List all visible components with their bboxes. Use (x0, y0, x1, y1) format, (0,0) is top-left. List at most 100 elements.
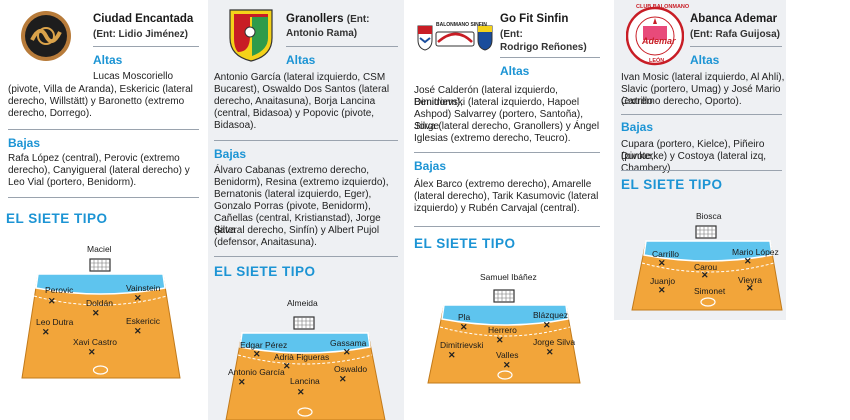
player-label: Edgar Pérez (240, 340, 288, 350)
bajas-line: derecho), Canyigueral (lateral derecho) … (8, 165, 190, 176)
bajas-line: Dunkerke) y Costoya (lateral izq, Chambe… (621, 151, 767, 175)
goal-area (35, 273, 166, 295)
altas-heading: Altas (690, 53, 720, 67)
player-label: Simonet (694, 286, 726, 296)
team-name-text: Granollers (286, 13, 344, 25)
team-column-ciudad-encantada: Ciudad Encantada (Ent: Lidio Jiménez) Al… (0, 0, 204, 420)
player-marker-icon: ✕ (658, 258, 666, 268)
player-label: Blázquez (533, 310, 568, 320)
sinfin-logo-text: BALONMANO SINFIN (436, 22, 487, 28)
player-marker-icon: ✕ (701, 270, 709, 280)
divider (8, 197, 199, 198)
player-marker-icon: ✕ (496, 335, 504, 345)
bajas-line: (lateral derecho), Tarik Kasumovic (late… (414, 191, 599, 202)
court-svg (21, 258, 181, 379)
divider (214, 256, 398, 257)
player-label: Adrià Figueras (274, 352, 330, 362)
team-name: Abanca Ademar (690, 13, 778, 25)
altas-line: derecho, Willstätt) y Baronetto (extremo (8, 96, 185, 107)
team-column-go-fit-sinfin: BALONMANO SINFIN Go Fit Sinfin (Ent: Rod… (408, 0, 604, 420)
ademar-logo-top: CLUB BALONMANO (636, 4, 690, 10)
player-label: Oswaldo (334, 364, 368, 374)
altas-line: (extremo derecho, Oporto). (621, 96, 742, 107)
bajas-line: Cupara (portero, Kielce), Piñeiro (pivot… (621, 139, 765, 163)
center-mark (497, 370, 513, 380)
ademar-logo-icon (625, 6, 685, 71)
player-marker-icon: ✕ (343, 347, 351, 357)
bajas-heading: Bajas (8, 136, 41, 150)
divider (414, 226, 600, 227)
sinfin-crests-icon (416, 22, 494, 57)
bajas-line: Rafa López (central), Perovic (extremo (8, 153, 180, 164)
player-marker-icon: ✕ (42, 327, 50, 337)
goal-icon (89, 258, 111, 272)
player-label: Vainstein (126, 283, 161, 293)
bajas-heading: Bajas (414, 159, 447, 173)
player-marker-icon: ✕ (503, 360, 511, 370)
divider (621, 170, 782, 171)
siete-tipo-heading: EL SIETE TIPO (414, 236, 516, 251)
player-marker-icon: ✕ (134, 326, 142, 336)
bajas-line: Bernatonis (lateral izquierdo, Eger), (214, 189, 372, 200)
court-diagram (208, 0, 404, 420)
player-marker-icon: ✕ (88, 347, 96, 357)
ciudad-encantada-logo (20, 10, 72, 67)
player-label: Maciel (87, 244, 112, 254)
free-throw-line (439, 326, 571, 337)
court-diagram (614, 0, 786, 320)
team-name: Go Fit Sinfin (500, 13, 569, 25)
player-label: Perovic (45, 285, 74, 295)
player-label: Dimitrievski (440, 340, 484, 350)
altas-line: Bucarest), Oswaldo Dos Santos (lateral (214, 84, 390, 95)
bajas-line: izquierdo) y Rubén Carvajal (central). (414, 203, 580, 214)
goal-area (643, 240, 773, 262)
player-marker-icon: ✕ (92, 308, 100, 318)
player-label: Herrero (488, 325, 517, 335)
granollers-crest-icon (228, 8, 274, 67)
bajas-line: (defensor, Anaitasuna). (214, 237, 317, 248)
bajas-heading: Bajas (621, 120, 654, 134)
player-marker-icon: ✕ (448, 350, 456, 360)
free-throw-line (237, 354, 373, 365)
team-column-granollers: Granollers (Ent: Antonio Rama) Altas Ant… (208, 0, 404, 420)
coach-name: (Ent: Antonio Rama) (286, 14, 370, 39)
player-marker-icon: ✕ (134, 293, 142, 303)
court-diagram (408, 0, 604, 420)
player-label: Mario López (732, 247, 779, 257)
player-label: Leo Dutra (36, 317, 74, 327)
player-marker-icon: ✕ (746, 283, 754, 293)
altas-heading: Altas (93, 53, 123, 67)
player-marker-icon: ✕ (297, 387, 305, 397)
bajas-line: Cañellas (central, Kristianstad), Jorge … (214, 213, 381, 237)
goal-area (239, 332, 371, 354)
player-label: Pla (458, 312, 471, 322)
free-throw-line (641, 262, 775, 273)
coach-name: (Ent: Rafa Guijosa) (690, 29, 781, 40)
ademar-logo-bot: LEÓN (649, 58, 665, 64)
free-throw-line (33, 295, 168, 306)
player-marker-icon: ✕ (48, 296, 56, 306)
divider (621, 114, 782, 115)
player-label: Antonio García (228, 367, 285, 377)
goal-area (441, 304, 569, 326)
ademar-logo-mid: Ademar (642, 36, 676, 46)
divider (93, 46, 199, 47)
player-marker-icon: ✕ (339, 374, 347, 384)
divider (8, 129, 199, 130)
court-svg (631, 225, 783, 311)
divider (414, 152, 600, 153)
player-label: Lancina (290, 376, 320, 386)
altas-line: Iglesias (extremo derecho, Teucro). (414, 133, 571, 144)
player-marker-icon: ✕ (238, 377, 246, 387)
court-svg (225, 316, 386, 420)
altas-line: (pivote, Villa de Aranda), Eskericic (la… (8, 84, 193, 95)
coach-name: (Ent: Lidio Jiménez) (93, 29, 188, 40)
team-column-abanca-ademar: CLUB BALONMANO Ademar LEÓN Abanca Ademar… (614, 0, 786, 320)
goal-icon (293, 316, 315, 330)
goal-icon (695, 225, 717, 239)
altas-line: Antonio García (lateral izquierdo, CSM (214, 72, 386, 83)
altas-line: Lucas Moscoriello (93, 71, 174, 82)
player-label: Vieyra (738, 275, 762, 285)
divider (214, 140, 398, 141)
divider (286, 46, 398, 47)
